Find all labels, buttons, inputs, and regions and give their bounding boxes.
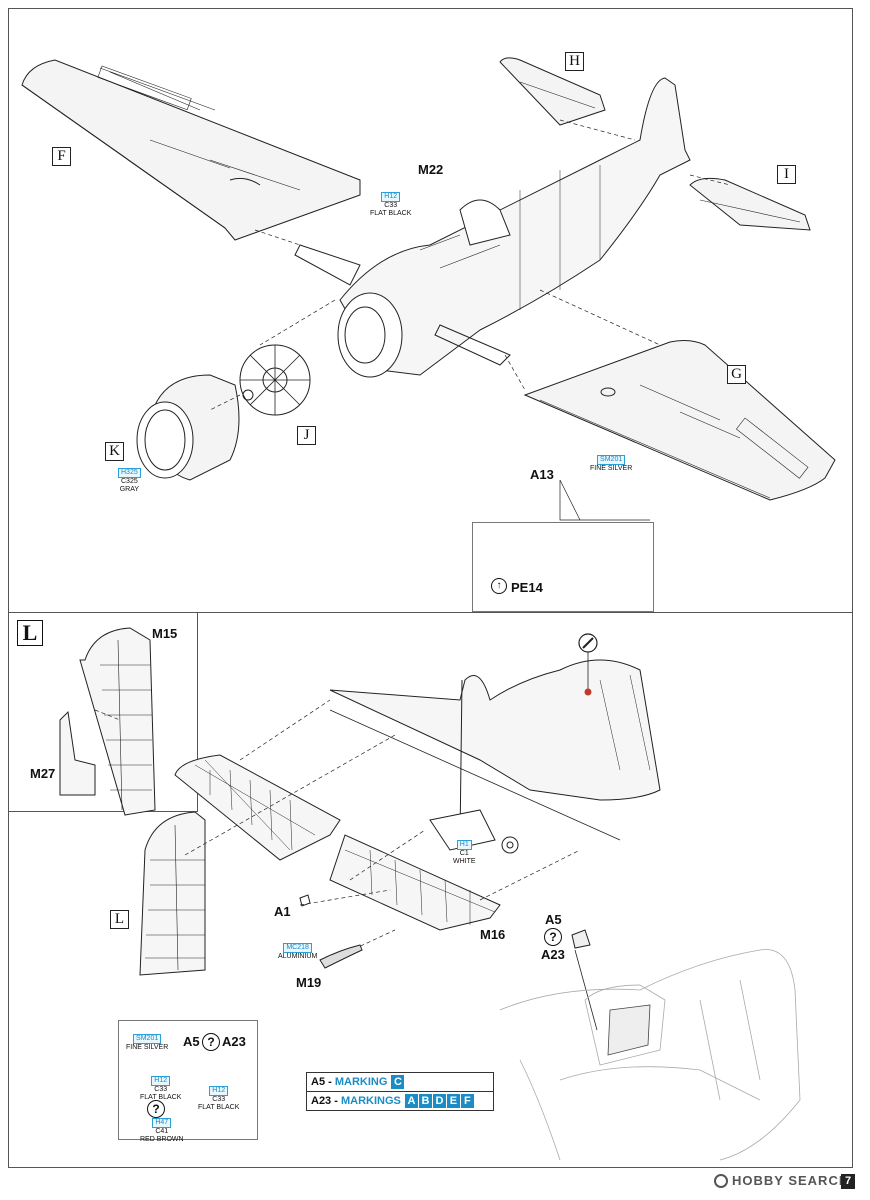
paint-callout-inset-black-right: H12 C33 FLAT BLACK (198, 1086, 240, 1111)
elevator-upper (174, 754, 341, 861)
paint-callout-inset-black-left: H12 C33 FLAT BLACK (140, 1076, 182, 1101)
cowl-k (136, 374, 240, 481)
part-label-a1: A1 (274, 904, 291, 919)
part-label-a23: A23 (541, 947, 565, 962)
a13-detail-inset (472, 522, 654, 612)
part-label-m16: M16 (480, 927, 506, 942)
question-icon: ? (147, 1100, 165, 1118)
paint-callout-m22: H12 C33 FLAT BLACK (370, 192, 412, 217)
question-icon: ? (202, 1033, 220, 1051)
part-label-a13: A13 (530, 467, 554, 482)
engine-j (239, 344, 311, 416)
callout-k: K (105, 442, 124, 461)
paint-callout-inset-silver: SM201 FINE SILVER (126, 1034, 169, 1051)
fuselage (294, 77, 691, 378)
rear-fuselage (329, 659, 661, 854)
rudder-m15 (79, 627, 156, 816)
callout-g: G (727, 365, 746, 384)
part-label-m27: M27 (30, 766, 56, 781)
marking-badge: F (460, 1094, 474, 1109)
callout-j: J (297, 426, 316, 445)
step-letter-l: L (17, 620, 43, 646)
hobby-search-logo-icon (714, 1174, 728, 1188)
arrow-up-icon: ↑ (491, 578, 507, 594)
horizontal-stab-i (689, 177, 811, 231)
question-icon: ? (544, 928, 562, 946)
legend-row-a5: A5 - MARKING C (307, 1073, 493, 1092)
inset-part-label-a5: A5 (183, 1034, 200, 1049)
elevator-m16 (329, 834, 501, 931)
horizontal-stab-h (499, 57, 606, 126)
marking-badge: D (432, 1094, 446, 1109)
paint-callout-a13: SM201 FINE SILVER (590, 455, 633, 472)
section-divider (8, 612, 853, 613)
paint-callout-m19: MC218 ALUMINIUM (278, 943, 318, 960)
marking-badge: A (404, 1094, 418, 1109)
step-l-sub-divider-v (197, 612, 198, 812)
part-label-a5: A5 (545, 912, 562, 927)
part-label-m15: M15 (152, 626, 178, 641)
rudder-l (139, 811, 206, 976)
callout-h: H (565, 52, 584, 71)
marking-badge: C (391, 1075, 405, 1090)
part-label-m22: M22 (418, 162, 444, 177)
watermark: HOBBY SEARCH (732, 1173, 850, 1188)
page-number: 7 (841, 1174, 855, 1189)
marking-badges: C (390, 1075, 405, 1090)
left-wing-f (21, 59, 361, 241)
callout-l: L (110, 910, 129, 929)
paint-callout-wheel: H1 C1 WHITE (453, 840, 476, 865)
paint-callout-inset-brown: H47 C41 RED BROWN (140, 1118, 184, 1143)
page-frame (8, 8, 853, 1168)
right-wing-g (523, 340, 836, 501)
paint-callout-cowl: H325 C325 GRAY (118, 468, 141, 493)
part-m27 (59, 710, 96, 796)
part-label-pe14: PE14 (511, 580, 543, 595)
marking-badge: B (418, 1094, 432, 1109)
callout-f: F (52, 147, 71, 166)
part-label-m19: M19 (296, 975, 322, 990)
inset-part-label-a23: A23 (222, 1034, 246, 1049)
callout-i: I (777, 165, 796, 184)
step-l-sub-divider-h (8, 811, 198, 812)
marking-badge: E (446, 1094, 460, 1109)
